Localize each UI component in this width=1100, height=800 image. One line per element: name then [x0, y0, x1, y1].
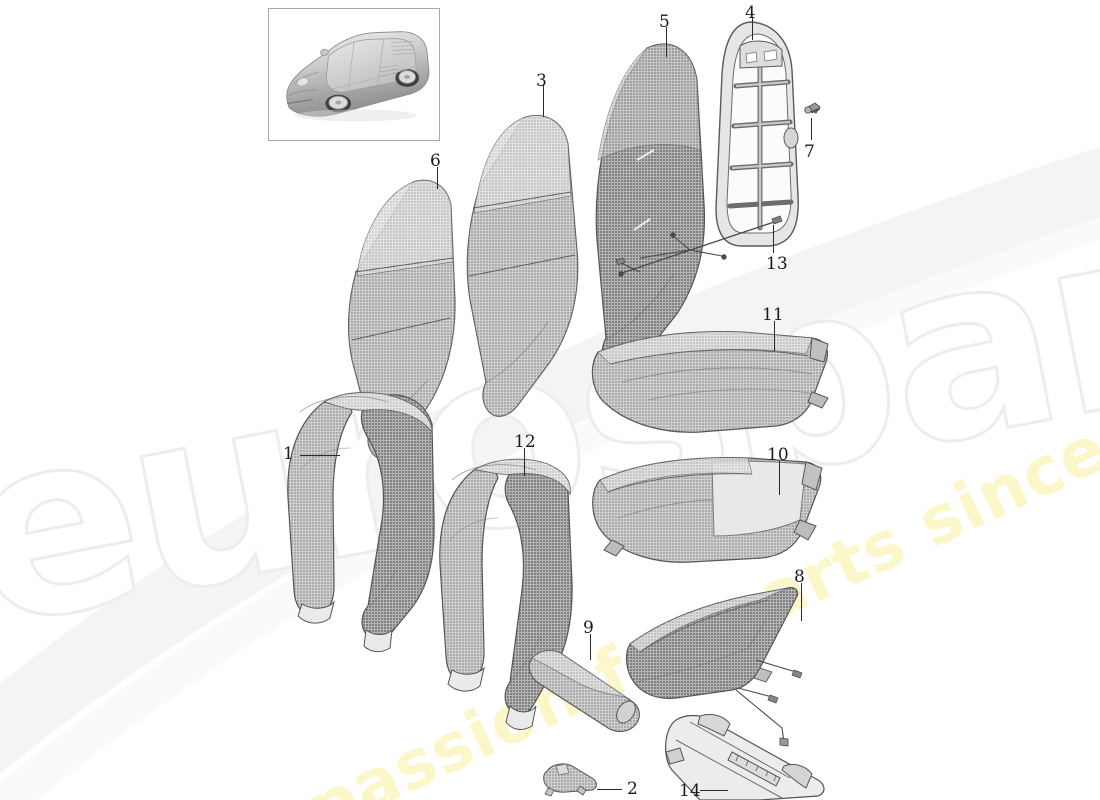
vehicle-thumbnail-image [269, 9, 439, 140]
callout-number-1[interactable]: 1 [283, 444, 294, 464]
callout-number-11[interactable]: 11 [762, 305, 784, 325]
part-6-backrest-side-foam-pad [347, 179, 456, 460]
part-4-backrest-frame-panel [715, 21, 799, 247]
callout-number-2[interactable]: 2 [627, 779, 638, 799]
callout-number-9[interactable]: 9 [583, 618, 594, 638]
callout-leader-2 [597, 789, 622, 790]
callout-number-3[interactable]: 3 [536, 71, 547, 91]
callout-number-5[interactable]: 5 [659, 12, 670, 32]
callout-leader-9 [590, 634, 591, 660]
part-12-backrest-cover-right [439, 458, 573, 730]
callout-number-4[interactable]: 4 [745, 3, 756, 23]
part-14-seat-rail-adjuster-mechanism [665, 713, 825, 800]
part-9-cushion-bolster-foam [528, 649, 640, 733]
part-7-fastening-screw [804, 102, 821, 114]
callout-leader-10 [779, 461, 780, 495]
callout-number-12[interactable]: 12 [514, 432, 536, 452]
callout-leader-1 [300, 455, 340, 456]
part-1-backrest-cover-left [287, 391, 435, 653]
vehicle-thumbnail [268, 8, 440, 141]
callout-number-14[interactable]: 14 [679, 781, 701, 800]
callout-number-7[interactable]: 7 [804, 142, 815, 162]
part-8-seat-heating-mat [625, 587, 803, 747]
callout-leader-4 [752, 18, 753, 40]
part-5-backrest-foam-pad-inner [595, 43, 706, 375]
callout-leader-13 [773, 225, 774, 253]
callout-leader-6 [437, 167, 438, 189]
callout-leader-3 [543, 85, 544, 117]
part-13-connector-secondary [615, 257, 641, 273]
part-13-wiring-harness-cable [618, 215, 783, 277]
callout-leader-5 [666, 27, 667, 57]
part-2-small-trim-clip [543, 763, 597, 797]
part-3-backrest-foam-pad-outer [466, 114, 579, 417]
callout-number-6[interactable]: 6 [430, 151, 441, 171]
callout-leader-14 [700, 790, 728, 791]
callout-number-8[interactable]: 8 [794, 567, 805, 587]
part-10-seat-cushion-cover [592, 457, 823, 563]
part-11-seat-cushion-foam [591, 331, 829, 433]
callout-number-10[interactable]: 10 [767, 445, 789, 465]
callout-leader-12 [524, 448, 525, 476]
callout-number-13[interactable]: 13 [766, 254, 788, 274]
callout-leader-11 [774, 321, 775, 351]
callout-leader-8 [801, 583, 802, 621]
callout-leader-7 [811, 118, 812, 140]
